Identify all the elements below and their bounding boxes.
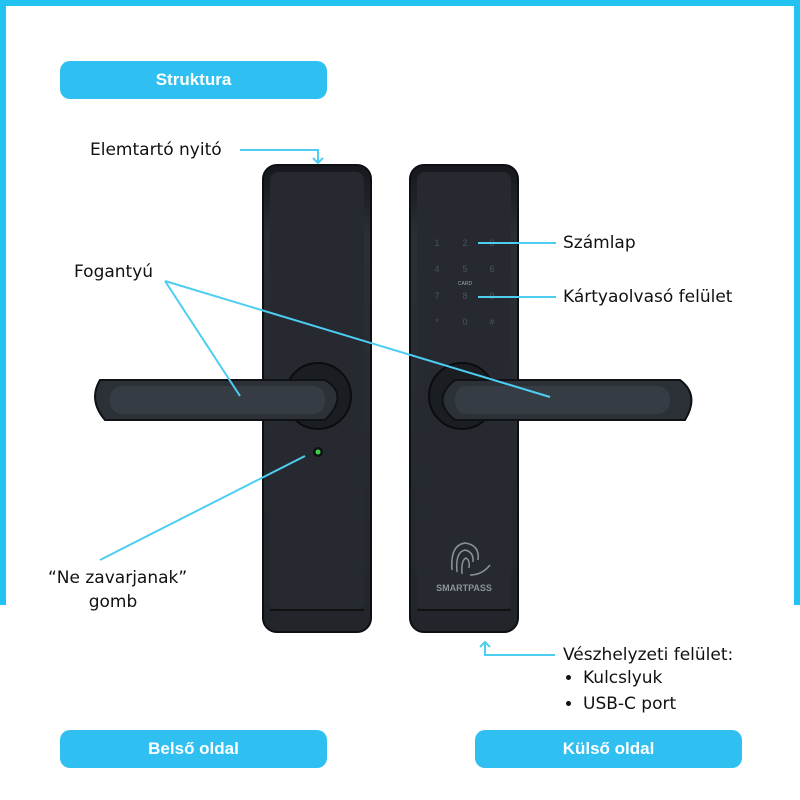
emergency-list: Kulcslyuk USB-C port [561,665,733,717]
list-item: USB-C port [583,691,733,717]
key-7: 7 [434,291,439,301]
key-hash: # [489,317,494,327]
key-6: 6 [489,264,494,274]
key-1: 1 [434,238,439,248]
label-battery-opener: Elemtartó nyitó [90,140,222,160]
label-emergency: Vészhelyzeti felület: Kulcslyuk USB-C po… [563,645,733,717]
label-handle: Fogantyú [74,262,154,282]
outer-side-banner: Külső oldal [475,730,742,768]
inner-side-banner: Belső oldal [60,730,327,768]
indicator-light [315,449,321,455]
label-dnd-line2: gomb [88,592,138,612]
label-dnd-button: “Ne zavarjanak” gomb [48,566,188,614]
key-2: 2 [462,238,467,248]
key-star: * [435,317,439,327]
outer-lock-panel: 1 2 3 4 5 6 7 8 9 * 0 # CARD SMARTPASS [409,164,693,633]
brand-logo: SMARTPASS [436,583,492,593]
key-5: 5 [462,264,467,274]
label-dnd-line1: “Ne zavarjanak” [48,568,188,588]
key-8: 8 [462,291,467,301]
label-card-reader: Kártyaolvasó felület [563,287,733,307]
card-label: CARD [458,281,473,287]
fingerprint-logo-icon [451,542,491,576]
title-banner: Struktura [60,61,327,99]
label-emergency-title: Vészhelyzeti felület: [563,645,734,665]
frame-border [0,0,800,605]
key-0: 0 [462,317,467,327]
label-keypad: Számlap [563,233,636,253]
list-item: Kulcslyuk [583,665,733,691]
inner-lock-panel [94,164,372,633]
callout-lines [99,149,556,656]
key-4: 4 [434,264,439,274]
